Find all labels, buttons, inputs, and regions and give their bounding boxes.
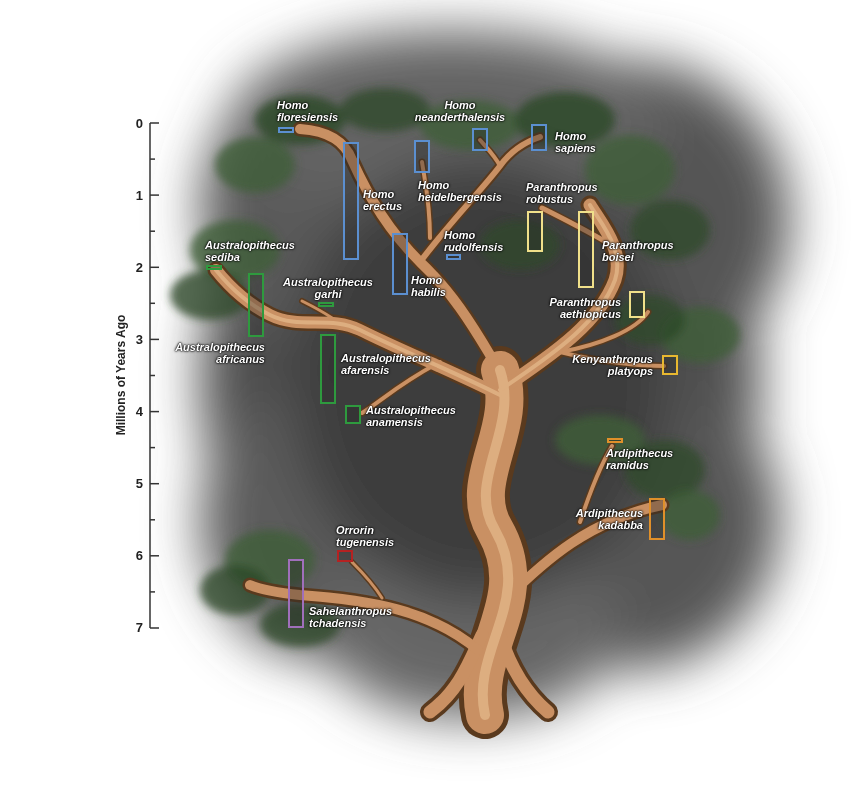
species-name: Paranthropus robustus bbox=[526, 181, 598, 205]
species-bar: Homo neanderthalensis bbox=[472, 128, 488, 151]
foliage-clump bbox=[660, 490, 720, 540]
species-name: Australopithecus anamensis bbox=[366, 404, 456, 428]
species-name: Homo habilis bbox=[411, 274, 446, 298]
species-name: Paranthropus boisei bbox=[602, 239, 674, 263]
species-bar: Paranthropus aethiopicus bbox=[629, 291, 645, 318]
cloud-background bbox=[200, 30, 790, 720]
axis-tick-label: 5 bbox=[136, 476, 143, 491]
axis-title: Millions of Years Ago bbox=[114, 315, 128, 436]
species-bar: Paranthropus boisei bbox=[578, 211, 594, 288]
axis-tick bbox=[150, 339, 159, 341]
species-name: Paranthropus aethiopicus bbox=[549, 296, 621, 320]
species-name: Homo sapiens bbox=[555, 130, 596, 154]
axis-tick-label: 1 bbox=[136, 188, 143, 203]
foliage-clump bbox=[340, 88, 430, 132]
axis-tick bbox=[150, 230, 155, 232]
species-bar: Homo floresiensis bbox=[278, 127, 294, 133]
species-name: Ardipithecus ramidus bbox=[606, 447, 673, 471]
species-bar: Paranthropus robustus bbox=[527, 211, 543, 252]
time-axis bbox=[150, 123, 159, 628]
species-bar: Homo habilis bbox=[392, 233, 408, 295]
axis-tick bbox=[150, 519, 155, 521]
species-name: Australopithecus afarensis bbox=[341, 352, 431, 376]
branch bbox=[352, 562, 382, 598]
axis-tick bbox=[150, 267, 159, 269]
species-bar: Homo rudolfensis bbox=[446, 254, 461, 260]
species-name: Homo floresiensis bbox=[277, 99, 338, 123]
species-name: Kenyanthropus platyops bbox=[572, 353, 653, 377]
axis-tick bbox=[150, 122, 159, 124]
branch bbox=[250, 585, 478, 650]
root bbox=[500, 635, 548, 712]
axis-tick bbox=[150, 627, 159, 629]
species-name: Homo rudolfensis bbox=[444, 229, 503, 253]
species-bar: Australopithecus garhi bbox=[318, 302, 334, 307]
axis-tick-label: 0 bbox=[136, 116, 143, 131]
species-bar: Ardipithecus kadabba bbox=[649, 498, 665, 540]
branch bbox=[250, 585, 478, 650]
axis-tick bbox=[150, 303, 155, 305]
species-name: Homo neanderthalensis bbox=[415, 99, 505, 123]
species-name: Australopithecus garhi bbox=[283, 276, 373, 300]
axis-tick bbox=[150, 447, 155, 449]
species-bar: Australopithecus afarensis bbox=[320, 334, 336, 404]
branch-highlight bbox=[216, 205, 617, 715]
foliage-clump bbox=[615, 295, 685, 345]
species-bar: Australopithecus sediba bbox=[206, 265, 222, 270]
branch bbox=[352, 562, 382, 598]
axis-tick bbox=[150, 411, 159, 413]
species-bar: Kenyanthropus platyops bbox=[662, 355, 678, 375]
axis-tick bbox=[150, 158, 155, 160]
species-name: Homo erectus bbox=[363, 188, 402, 212]
species-bar: Ardipithecus ramidus bbox=[607, 438, 623, 443]
species-bar: Homo heidelbergensis bbox=[414, 140, 430, 173]
species-name: Australopithecus sediba bbox=[205, 239, 295, 263]
axis-tick-label: 2 bbox=[136, 260, 143, 275]
species-name: Homo heidelbergensis bbox=[418, 179, 502, 203]
axis-tick-label: 3 bbox=[136, 332, 143, 347]
species-bar: Australopithecus anamensis bbox=[345, 405, 361, 424]
foliage-clump bbox=[585, 135, 675, 205]
branch bbox=[216, 270, 500, 395]
axis-tick-label: 6 bbox=[136, 548, 143, 563]
branch bbox=[216, 270, 500, 395]
foliage bbox=[170, 88, 740, 647]
trunk-highlight bbox=[483, 370, 509, 715]
foliage-clump bbox=[215, 137, 295, 193]
species-name: Sahelanthropus tchadensis bbox=[309, 605, 392, 629]
species-bar: Australopithecus africanus bbox=[248, 273, 264, 337]
species-bar: Homo sapiens bbox=[531, 124, 547, 151]
root bbox=[500, 635, 548, 712]
axis-tick-label: 7 bbox=[136, 620, 143, 635]
species-name: Orrorin tugenensis bbox=[336, 524, 394, 548]
axis-tick bbox=[150, 375, 155, 377]
axis-tick-label: 4 bbox=[136, 404, 143, 419]
species-name: Ardipithecus kadabba bbox=[576, 507, 643, 531]
branch-highlight bbox=[216, 270, 500, 395]
branch-fill bbox=[216, 129, 664, 715]
branch bbox=[505, 505, 662, 600]
species-bar: Homo erectus bbox=[343, 142, 359, 260]
species-bar: Orrorin tugenensis bbox=[337, 550, 353, 562]
axis-tick bbox=[150, 555, 159, 557]
axis-tick bbox=[150, 483, 159, 485]
axis-tick bbox=[150, 194, 159, 196]
axis-tick bbox=[150, 591, 155, 593]
branch-outline bbox=[216, 129, 664, 715]
species-bar: Sahelanthropus tchadensis bbox=[288, 559, 304, 628]
species-name: Australopithecus africanus bbox=[175, 341, 265, 365]
